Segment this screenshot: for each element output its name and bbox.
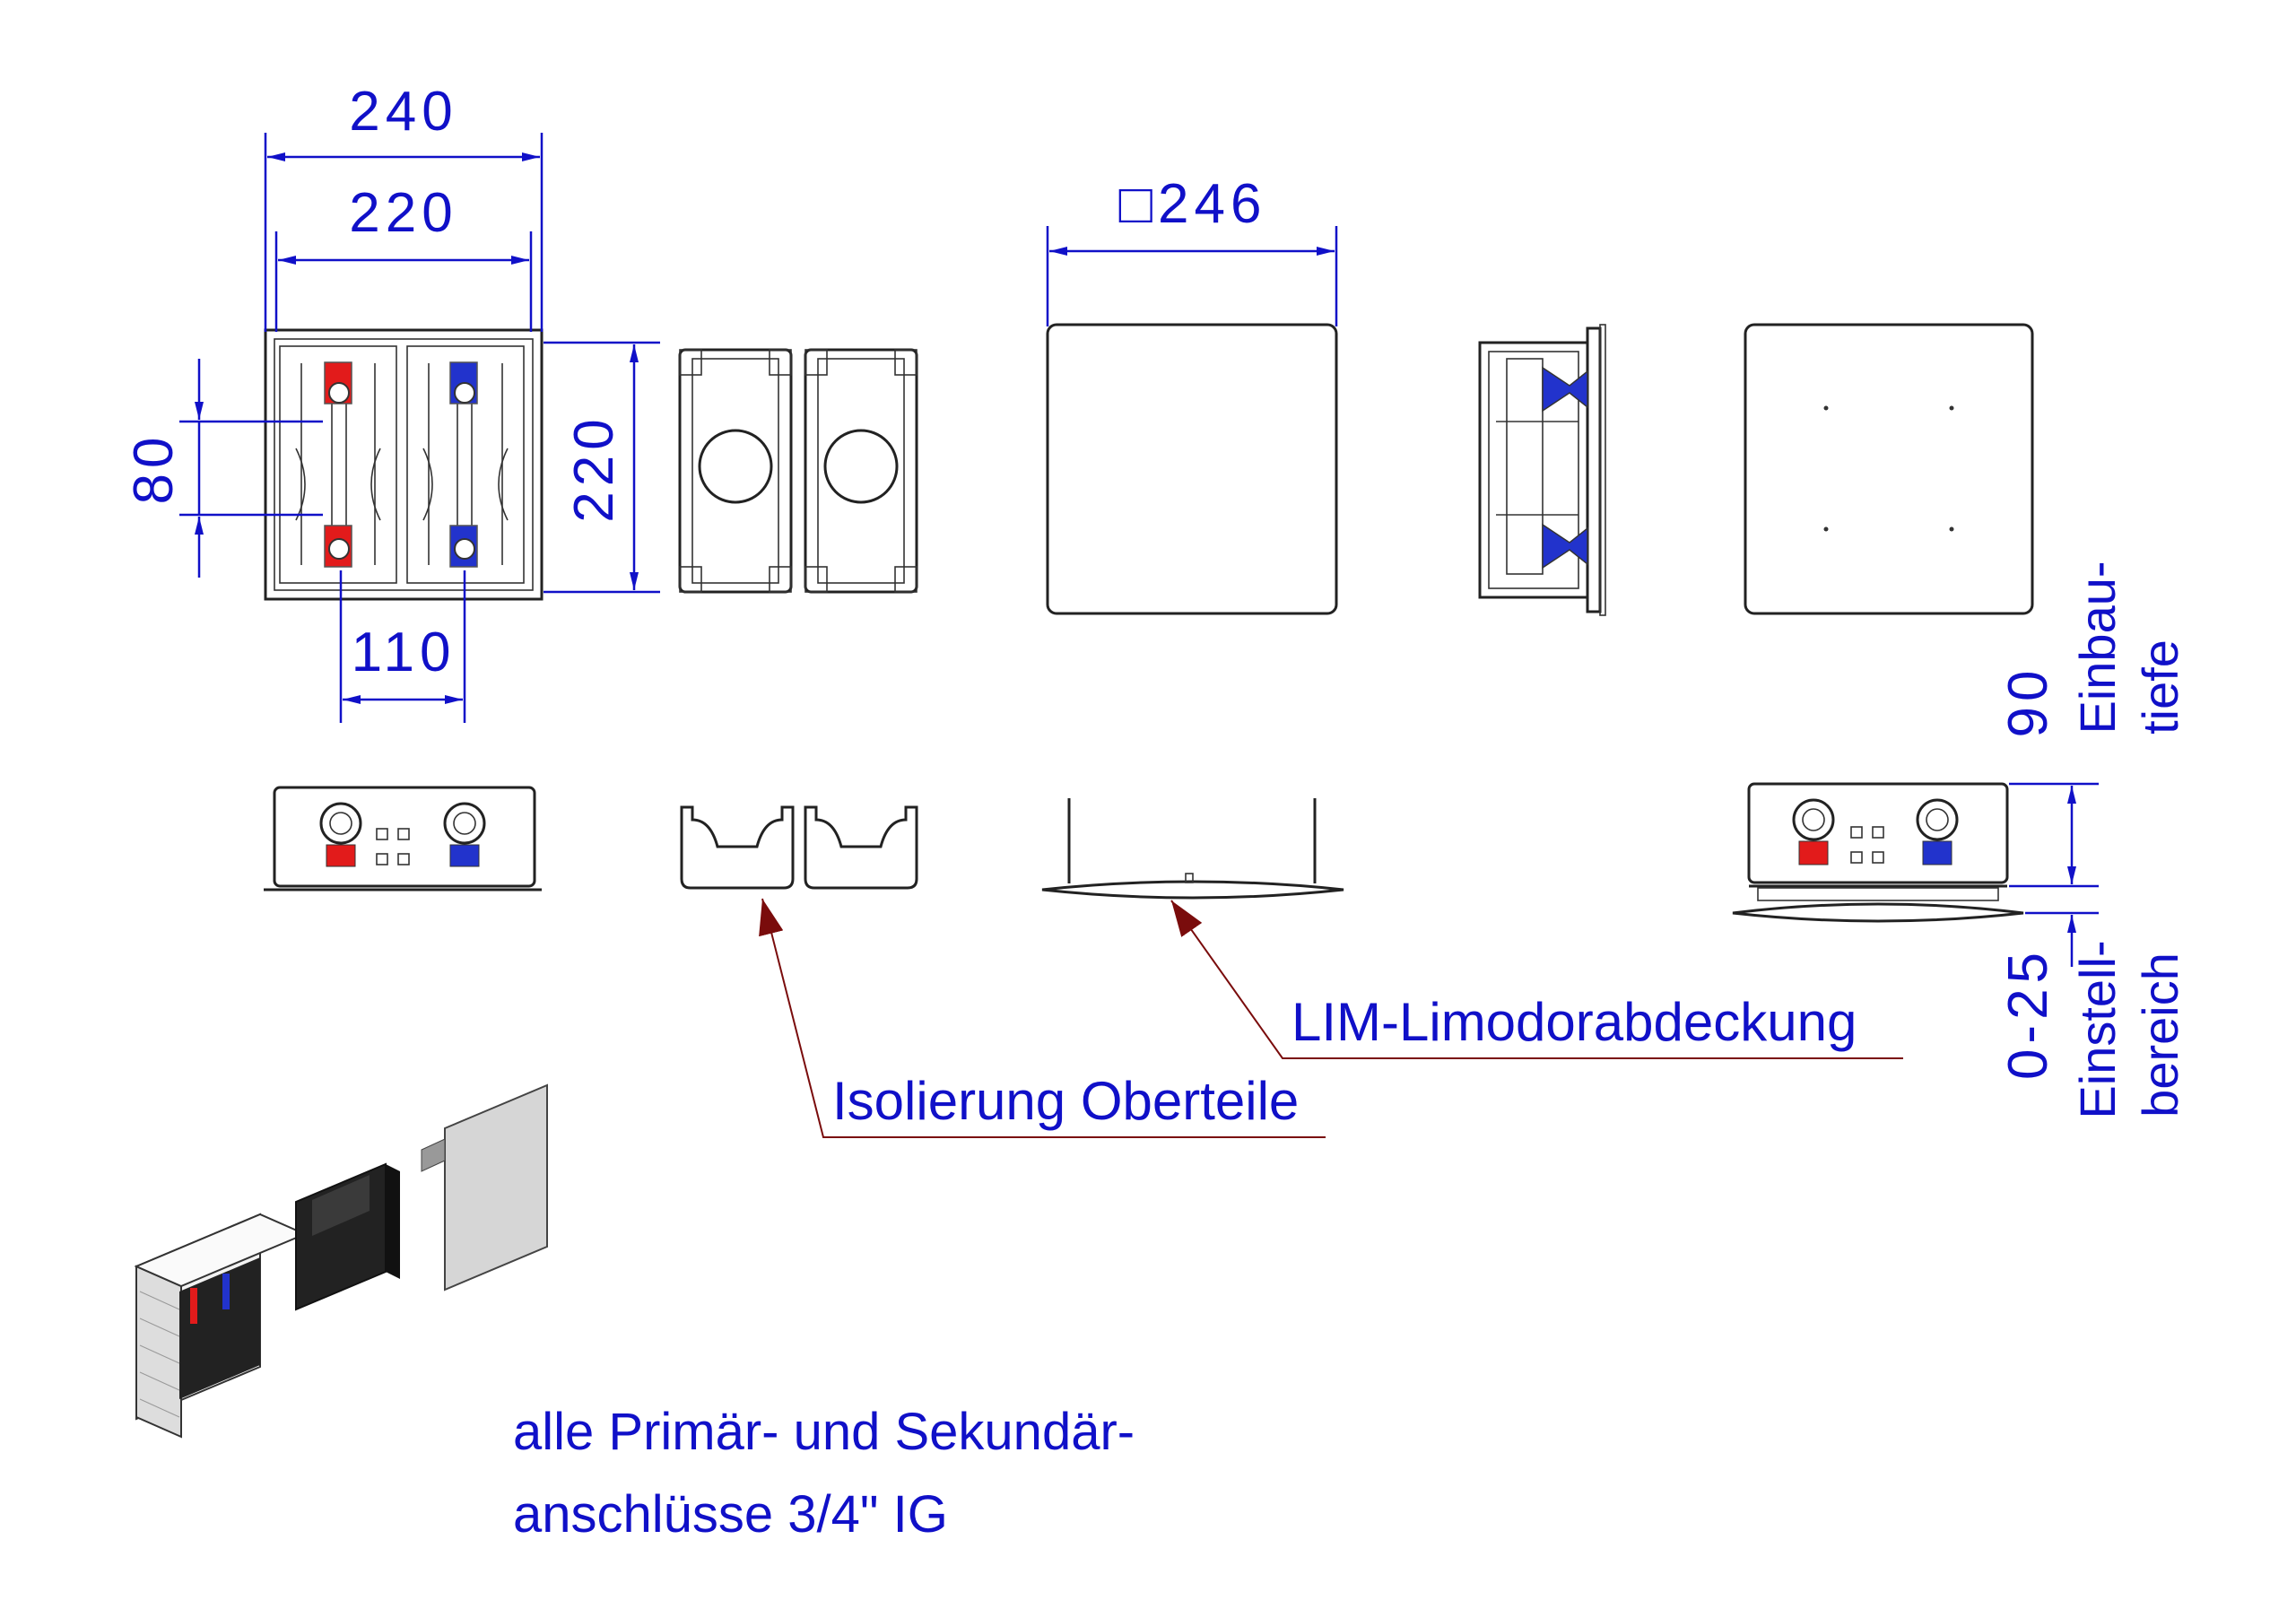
dimension-220-horizontal: 220 [274, 182, 533, 332]
valve-hot-bottom [324, 525, 352, 568]
distributor-box-front [264, 328, 544, 601]
dim-0-25-label: 0-25 [1997, 947, 2059, 1080]
valve-cold-bottom [449, 525, 478, 568]
adjust-label-line1: Einstell- [2069, 940, 2126, 1118]
distributor-box-bottom [264, 786, 542, 891]
dimension-110: 110 [339, 570, 466, 723]
depth-label-line2: tiefe [2132, 639, 2188, 735]
cover-plate-front [1046, 323, 1338, 615]
depth-label-line1: Einbau- [2069, 561, 2126, 734]
dim-246-label: □246 [1119, 173, 1267, 235]
note-line-1: alle Primär- und Sekundär- [513, 1403, 1135, 1461]
assembly-bottom-view [1732, 782, 2024, 923]
dimension-80: 80 [123, 359, 323, 578]
isometric-exploded-view [134, 1083, 548, 1439]
valve-hot-top [324, 361, 352, 404]
dim-80-label: 80 [123, 432, 185, 505]
insulation-top-parts-front [678, 348, 918, 594]
note-line-2: anschlüsse 3/4" IG [513, 1485, 948, 1544]
leader-cover: LIM-Limodorabdeckung [1170, 900, 1903, 1059]
insulation-label: Isolierung Oberteile [832, 1071, 1299, 1131]
adjust-label-line2: bereich [2132, 952, 2188, 1118]
cover-plate-bottom [1041, 798, 1344, 900]
assembly-side-view [1478, 324, 1606, 616]
dim-240-label: 240 [349, 81, 457, 143]
dimension-adjust-range: 0-25 Einstell- bereich [1997, 911, 2188, 1119]
dimension-246: □246 [1046, 173, 1338, 326]
dimension-220-vertical: 220 [544, 341, 660, 594]
leader-insulation: Isolierung Oberteile [759, 898, 1326, 1138]
cover-plate-front-screws [1744, 323, 2034, 615]
insulation-top-parts-bottom [680, 805, 918, 890]
dimension-240: 240 [264, 81, 544, 332]
dimension-depth-90: 90 Einbau- tiefe [1997, 561, 2188, 888]
valve-cold-top [449, 361, 478, 404]
dim-220-label: 220 [349, 182, 457, 244]
dim-220-vertical-label: 220 [563, 413, 625, 522]
dim-110-label: 110 [352, 622, 457, 683]
cover-label: LIM-Limodorabdeckung [1292, 992, 1857, 1052]
dim-90-label: 90 [1997, 665, 2059, 738]
connection-note: alle Primär- und Sekundär- anschlüsse 3/… [513, 1403, 1135, 1544]
